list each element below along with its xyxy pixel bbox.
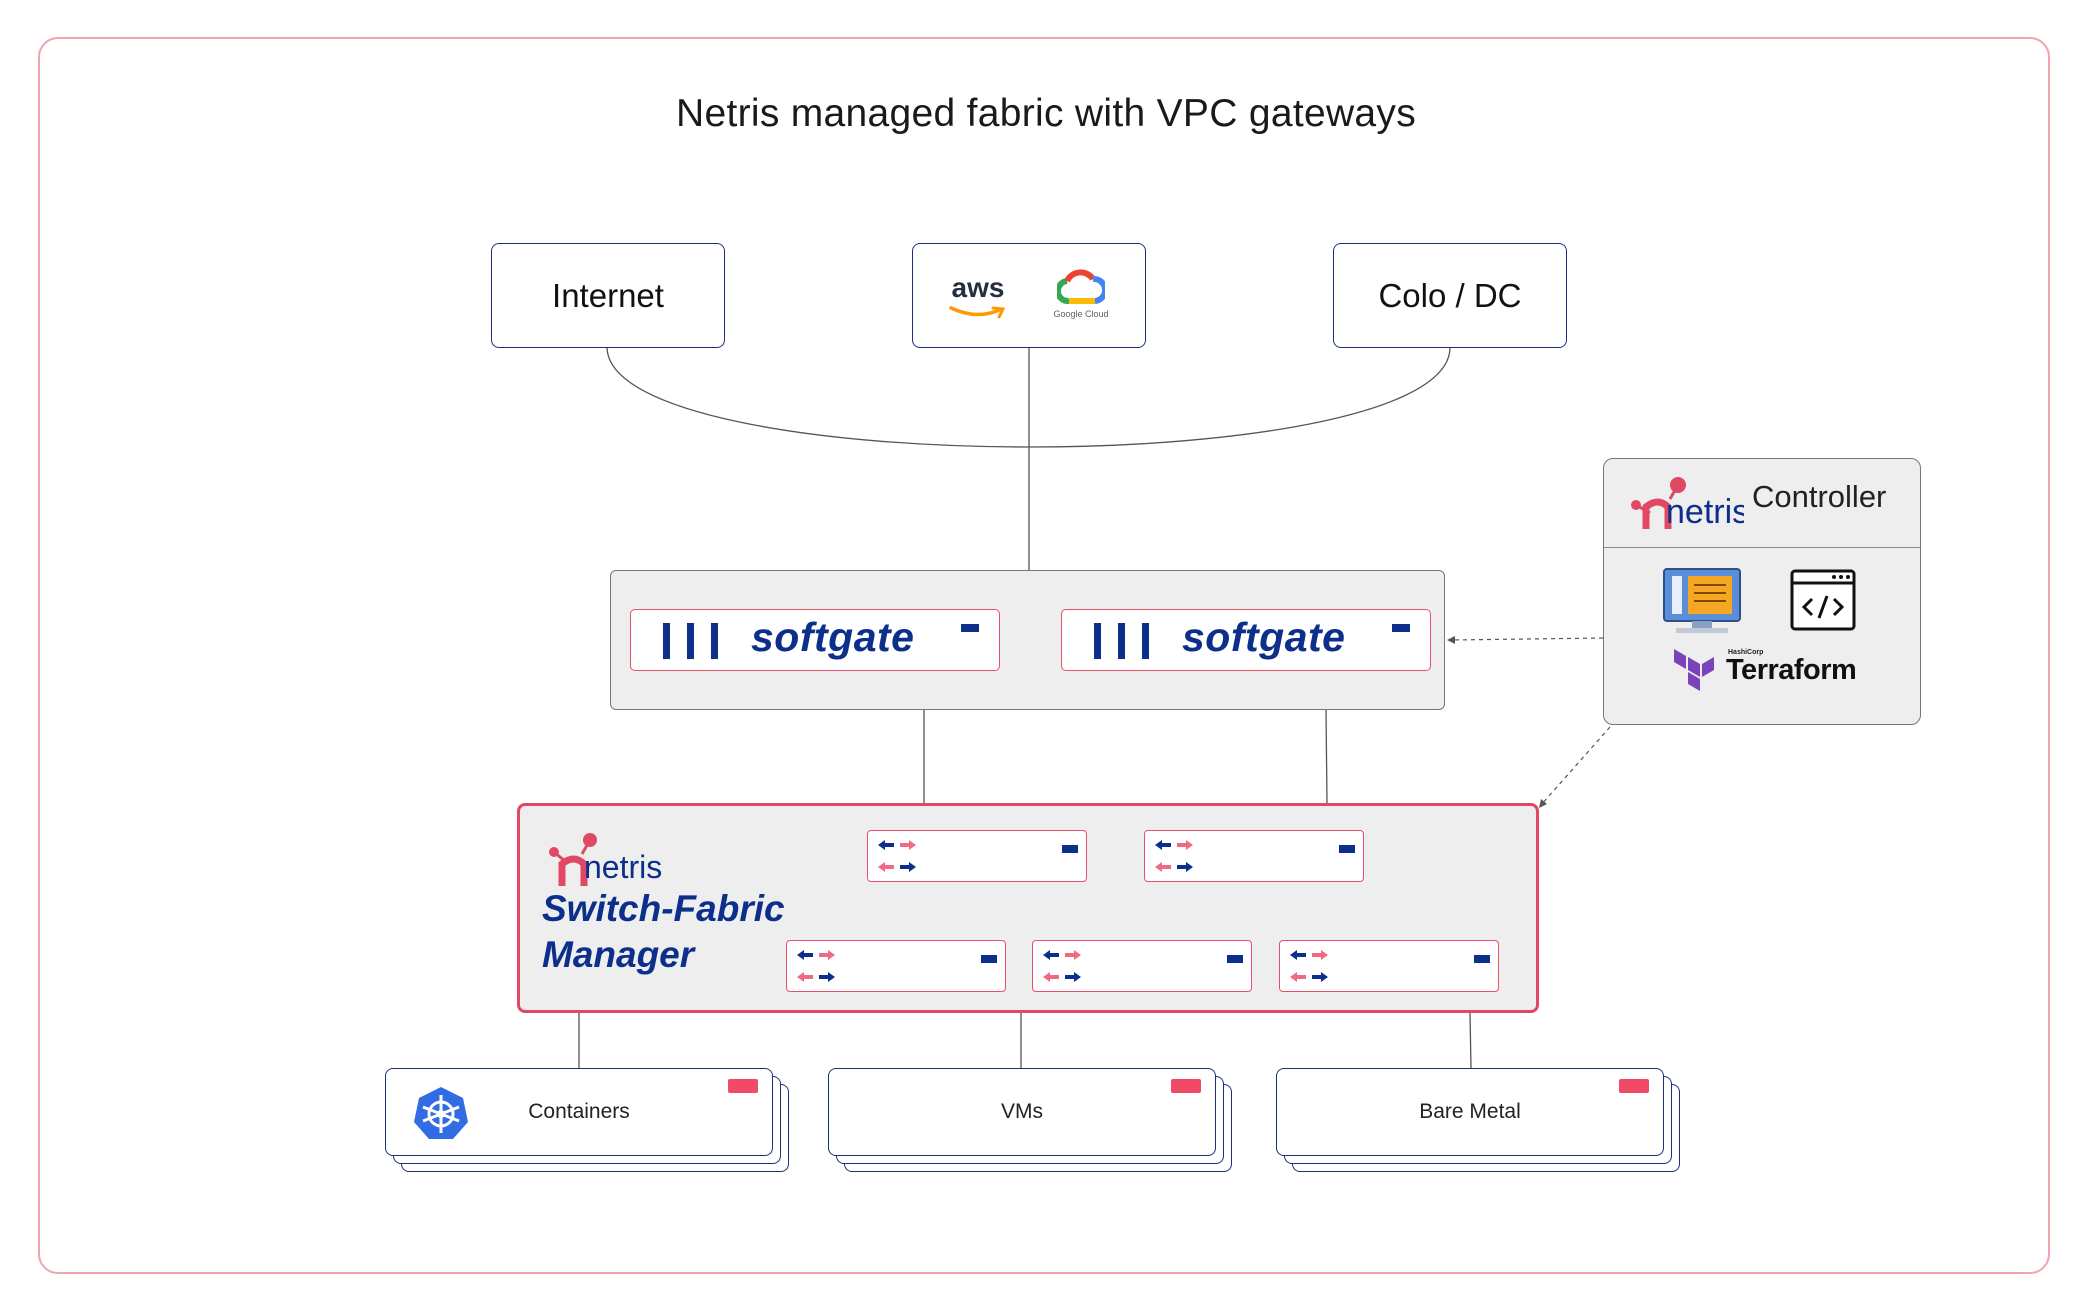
aws-smile-icon (949, 306, 1006, 319)
leaf-switch-3 (1279, 940, 1499, 992)
cloud-node: aws Google Cloud (912, 243, 1146, 348)
netris-logo: netris (1628, 471, 1749, 537)
containers-label: Containers (528, 1100, 630, 1123)
switch-arrows-icon (1290, 950, 1328, 982)
softgate-panel: softgate softgate (610, 570, 1445, 710)
status-led (1339, 845, 1355, 853)
diagram-frame (38, 37, 2050, 1274)
aws-logo: aws (947, 274, 1009, 324)
kubernetes-icon (414, 1087, 468, 1139)
colo-dc-node: Colo / DC (1333, 243, 1567, 348)
status-led (1474, 955, 1490, 963)
switch-arrows-icon (1043, 950, 1081, 982)
card-front: VMs (828, 1068, 1216, 1156)
softgate-1-label: softgate (751, 614, 915, 660)
diagram-title: Netris managed fabric with VPC gateways (675, 92, 1417, 135)
softgate-bars-icon (663, 623, 723, 659)
softgate-bars-icon (1094, 623, 1154, 659)
google-cloud-logo: Google Cloud (1046, 269, 1116, 329)
netris-logo-icon: netris (549, 833, 662, 886)
spine-switch-2 (1144, 830, 1364, 882)
netris-logo-icon: netris (1631, 477, 1749, 531)
google-cloud-label: Google Cloud (1053, 309, 1109, 319)
softgate-2-label: softgate (1182, 614, 1346, 660)
fabric-title-line1: Switch-Fabric (542, 888, 785, 929)
code-window-icon (1790, 569, 1856, 631)
controller-softgate-dashed-link (1451, 637, 1604, 641)
fabric-title-line2: Manager (542, 934, 695, 975)
controller-fabric-dashed-link (1540, 726, 1611, 806)
terraform-logo: HashiCorp Terraform (1674, 649, 1864, 697)
netris-logo-text: netris (1666, 493, 1744, 531)
status-led (1227, 955, 1243, 963)
colo-dc-label: Colo / DC (1378, 276, 1522, 314)
bare-metal-label: Bare Metal (1419, 1100, 1521, 1123)
leaf-switch-2 (1032, 940, 1252, 992)
vms-label: VMs (1001, 1100, 1043, 1123)
internet-node: Internet (491, 243, 725, 348)
internet-label: Internet (552, 276, 664, 314)
card-front: Containers (385, 1068, 773, 1156)
hashicorp-label: HashiCorp (1728, 649, 1764, 656)
status-led (1171, 1079, 1201, 1093)
aws-logo-text: aws (951, 272, 1005, 303)
spine-switch-1 (867, 830, 1087, 882)
status-led (961, 624, 979, 632)
softgate-1: softgate (630, 609, 1000, 671)
google-cloud-icon (1057, 269, 1105, 305)
controller-label: Controller (1752, 479, 1887, 514)
switch-fabric-panel: netris Switch-Fabric Manager (517, 803, 1539, 1013)
monitor-icon (1663, 568, 1741, 633)
terraform-label: Terraform (1726, 654, 1857, 686)
status-led (1619, 1079, 1649, 1093)
baremetal-link (1469, 1012, 1472, 1069)
terraform-icon (1674, 649, 1714, 691)
leaf-switch-1 (786, 940, 1006, 992)
status-led (728, 1079, 758, 1093)
switch-arrows-icon (797, 950, 835, 982)
switch-arrows-icon (1155, 840, 1193, 872)
status-led (1392, 624, 1410, 632)
netris-logo: netris (548, 832, 678, 892)
softgate-right-link (1325, 709, 1328, 804)
controller-divider (1604, 547, 1920, 548)
netris-logo-text: netris (584, 849, 662, 885)
status-led (981, 955, 997, 963)
card-front: Bare Metal (1276, 1068, 1664, 1156)
status-led (1062, 845, 1078, 853)
switch-arrows-icon (878, 840, 916, 872)
softgate-2: softgate (1061, 609, 1431, 671)
controller-panel: netris Controller HashiCorp Terraform (1603, 458, 1921, 725)
